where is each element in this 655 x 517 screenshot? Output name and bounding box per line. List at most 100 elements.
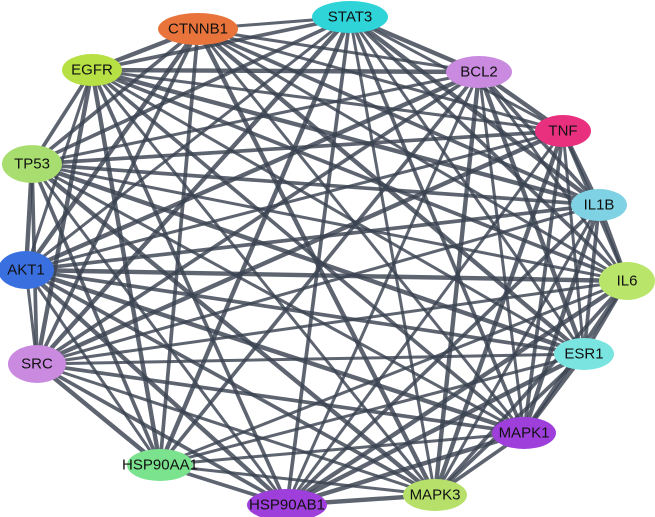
node-label: MAPK1 [499, 425, 550, 442]
edge-ctnnb1-il1b [196, 27, 601, 207]
edge-tp53-il6 [30, 162, 629, 283]
edge-layer [23, 14, 630, 508]
node-shape [492, 417, 556, 449]
edge-egfr-mapk1 [90, 68, 526, 435]
node-label: IL6 [617, 273, 638, 290]
edge-ctnnb1-hsp90aa1 [158, 27, 200, 467]
edge-esr1-hsp90ab1 [284, 351, 587, 508]
edge-tnf-mapk3 [432, 128, 566, 498]
edge-src-hsp90ab1 [35, 362, 289, 507]
node-tnf[interactable]: TNF [535, 115, 591, 147]
edge-bcl2-akt1 [23, 69, 482, 273]
edge-ctnnb1-src [35, 27, 200, 366]
node-label: MAPK3 [410, 487, 461, 504]
node-shape [554, 338, 614, 370]
edge-mapk1-hsp90aa1 [158, 431, 526, 467]
edge-tnf-tp53 [30, 129, 565, 166]
edge-tp53-hsp90aa1 [30, 162, 162, 467]
node-shape [446, 56, 512, 88]
edge-tp53-mapk3 [29, 161, 438, 498]
node-label: CTNNB1 [168, 21, 228, 38]
edge-il1b-akt1 [24, 203, 601, 272]
edge-il1b-src [35, 203, 601, 366]
node-mapk3[interactable]: MAPK3 [403, 479, 467, 511]
node-shape [127, 449, 193, 481]
edge-il6-hsp90aa1 [158, 279, 629, 467]
node-shape [535, 115, 591, 147]
node-ctnnb1[interactable]: CTNNB1 [158, 13, 238, 45]
node-bcl2[interactable]: BCL2 [446, 56, 512, 88]
edge-tp53-hsp90ab1 [30, 162, 289, 507]
edge-ctnnb1-tnf [196, 27, 565, 133]
node-shape [8, 345, 66, 383]
edge-mapk1-hsp90ab1 [284, 430, 527, 508]
edge-src-hsp90aa1 [34, 361, 163, 468]
node-shape [247, 489, 327, 517]
edge-hsp90aa1-mapk3 [158, 463, 437, 497]
node-esr1[interactable]: ESR1 [554, 338, 614, 370]
node-il6[interactable]: IL6 [599, 262, 655, 300]
node-label: HSP90AB1 [249, 497, 325, 514]
edge-ctnnb1-bcl2 [196, 27, 481, 74]
node-egfr[interactable]: EGFR [62, 54, 122, 86]
edge-il6-mapk3 [433, 279, 629, 497]
node-label: STAT3 [328, 9, 372, 26]
node-label: TP53 [14, 156, 50, 173]
edge-bcl2-il6 [477, 70, 629, 283]
edge-tp53-mapk1 [30, 162, 526, 435]
edge-egfr-hsp90ab1 [90, 68, 289, 507]
edge-esr1-hsp90aa1 [158, 352, 586, 467]
node-shape [158, 13, 238, 45]
node-label: EGFR [71, 62, 113, 79]
node-shape [571, 189, 627, 221]
edge-il6-src [35, 279, 629, 366]
node-shape [312, 1, 388, 33]
edge-bcl2-hsp90aa1 [158, 70, 481, 467]
node-akt1[interactable]: AKT1 [0, 251, 54, 289]
edge-akt1-mapk3 [24, 268, 437, 497]
edge-src-mapk1 [35, 362, 526, 435]
node-label: IL1B [584, 197, 615, 214]
node-shape [62, 54, 122, 86]
node-label: TNF [548, 123, 577, 140]
edge-akt1-il6 [23, 267, 630, 284]
node-label: ESR1 [564, 346, 603, 363]
edge-src-mapk3 [35, 362, 437, 497]
edge-egfr-hsp90aa1 [89, 67, 163, 468]
node-src[interactable]: SRC [8, 345, 66, 383]
node-label: AKT1 [7, 262, 45, 279]
edge-egfr-il6 [90, 68, 629, 283]
node-shape [599, 262, 655, 300]
node-hsp90ab1[interactable]: HSP90AB1 [247, 489, 327, 517]
edge-egfr-bcl2 [89, 67, 482, 75]
edge-tp53-esr1 [29, 161, 587, 357]
node-label: SRC [21, 356, 53, 373]
node-shape [0, 251, 54, 289]
edge-tp53-il1b [30, 162, 601, 207]
edge-egfr-il1b [89, 67, 602, 208]
edge-il1b-mapk1 [521, 202, 602, 436]
edge-egfr-src [34, 67, 95, 367]
edge-akt1-hsp90aa1 [24, 268, 162, 467]
node-label: HSP90AA1 [122, 457, 198, 474]
edge-src-esr1 [35, 352, 586, 366]
edge-il6-hsp90ab1 [284, 278, 630, 508]
node-shape [2, 145, 62, 183]
node-hsp90aa1[interactable]: HSP90AA1 [122, 449, 198, 481]
edge-akt1-esr1 [24, 268, 586, 356]
node-il1b[interactable]: IL1B [571, 189, 627, 221]
edge-il1b-mapk3 [433, 203, 601, 497]
node-shape [403, 479, 467, 511]
node-tp53[interactable]: TP53 [2, 145, 62, 183]
node-label: BCL2 [460, 64, 498, 81]
edge-tnf-hsp90ab1 [285, 129, 565, 507]
node-mapk1[interactable]: MAPK1 [492, 417, 556, 449]
edge-tnf-akt1 [24, 129, 565, 272]
edge-tnf-esr1 [561, 129, 586, 356]
node-stat3[interactable]: STAT3 [312, 1, 388, 33]
edge-akt1-hsp90ab1 [23, 267, 290, 508]
edge-bcl2-tp53 [30, 70, 481, 166]
